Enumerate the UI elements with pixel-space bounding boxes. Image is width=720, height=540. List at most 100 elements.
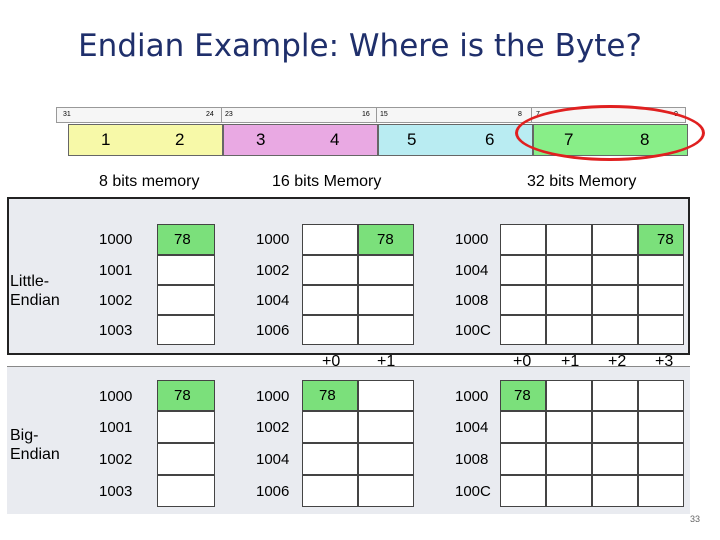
memory-cell (546, 443, 592, 475)
memory-cell (358, 411, 414, 443)
little-endian-label: Little- Endian (10, 273, 60, 309)
memory-cell (638, 443, 684, 475)
offset-label: +0 (322, 353, 341, 370)
address-label: 1002 (256, 419, 290, 436)
bit-divider (531, 107, 532, 123)
address-label: 100C (455, 483, 491, 500)
byte-number: 1 (101, 130, 111, 149)
address-label: 1000 (99, 231, 133, 248)
memory-cell (302, 255, 358, 285)
memory-cell (358, 380, 414, 411)
address-label: 1004 (256, 451, 290, 468)
memory-cell (592, 475, 638, 507)
memory-cell (302, 475, 358, 507)
memory-cell (638, 475, 684, 507)
memory-cell (157, 255, 215, 285)
byte-number: 6 (485, 130, 495, 149)
memory-cell (638, 380, 684, 411)
memory-cell (358, 285, 414, 315)
byte-number: 5 (407, 130, 417, 149)
offset-label: +0 (513, 353, 532, 370)
big-endian-label: Big- Endian (10, 427, 60, 463)
bit-label: 23 (225, 111, 233, 118)
bit-label: 24 (206, 111, 214, 118)
page-number: 33 (689, 514, 700, 524)
memory-cell (592, 315, 638, 345)
bit-label: 31 (63, 111, 71, 118)
memory-cell: 78 (358, 224, 414, 255)
byte-number: 4 (330, 130, 340, 149)
memory-cell (157, 411, 215, 443)
address-label: 1002 (99, 451, 133, 468)
memory-cell (500, 315, 546, 345)
offset-label: +2 (608, 353, 627, 370)
memory-cell (546, 255, 592, 285)
byte-number: 2 (175, 130, 185, 149)
address-label: 1006 (256, 483, 290, 500)
memory-cell (546, 315, 592, 345)
memory-cell (638, 411, 684, 443)
offset-label: +1 (377, 353, 396, 370)
memory-cell (500, 443, 546, 475)
memory-cell (500, 411, 546, 443)
address-label: 1004 (455, 262, 489, 279)
memory-cell (500, 285, 546, 315)
address-label: 1000 (256, 231, 290, 248)
address-label: 1001 (99, 419, 133, 436)
memory-cell (500, 224, 546, 255)
bit-divider (376, 107, 377, 123)
address-label: 1000 (455, 388, 489, 405)
memory-cell (592, 380, 638, 411)
memory-cell (546, 411, 592, 443)
memory-cell (157, 443, 215, 475)
memory-cell (546, 285, 592, 315)
memory-cell (358, 255, 414, 285)
bit-label: 16 (362, 111, 370, 118)
memory-cell (500, 475, 546, 507)
memory-cell (638, 255, 684, 285)
memory-cell (302, 443, 358, 475)
byte-number: 3 (256, 130, 266, 149)
memory-cell (302, 411, 358, 443)
address-label: 1001 (99, 262, 133, 279)
memory-cell: 78 (302, 380, 358, 411)
address-label: 1004 (256, 292, 290, 309)
address-label: 1002 (256, 262, 290, 279)
memory-cell (638, 315, 684, 345)
memory-cell: 78 (638, 224, 684, 255)
memory-cell (546, 380, 592, 411)
highlight-oval (515, 105, 705, 161)
address-label: 1003 (99, 322, 133, 339)
memory-cell (500, 255, 546, 285)
address-label: 1000 (455, 231, 489, 248)
memory-cell (358, 315, 414, 345)
address-label: 1004 (455, 419, 489, 436)
memory-cell (638, 285, 684, 315)
memory-cell (302, 315, 358, 345)
bit-label: 8 (518, 111, 522, 118)
memory-cell (157, 285, 215, 315)
memory-cell (358, 475, 414, 507)
memory-cell: 78 (500, 380, 546, 411)
memory-cell (157, 315, 215, 345)
bit-divider (221, 107, 222, 123)
offset-label: +3 (655, 353, 674, 370)
memory-cell (592, 224, 638, 255)
header-16bit: 16 bits Memory (272, 173, 382, 190)
memory-cell (592, 255, 638, 285)
address-label: 1002 (99, 292, 133, 309)
address-label: 1000 (256, 388, 290, 405)
header-8bit: 8 bits memory (99, 173, 200, 190)
address-label: 1003 (99, 483, 133, 500)
address-label: 1008 (455, 451, 489, 468)
memory-cell (592, 411, 638, 443)
memory-cell (302, 224, 358, 255)
bit-label: 15 (380, 111, 388, 118)
memory-cell (358, 443, 414, 475)
byte-segment: 3 4 (223, 124, 378, 156)
address-label: 1000 (99, 388, 133, 405)
address-label: 1008 (455, 292, 489, 309)
memory-cell (592, 285, 638, 315)
byte-segment: 5 6 (378, 124, 533, 156)
memory-cell (546, 224, 592, 255)
